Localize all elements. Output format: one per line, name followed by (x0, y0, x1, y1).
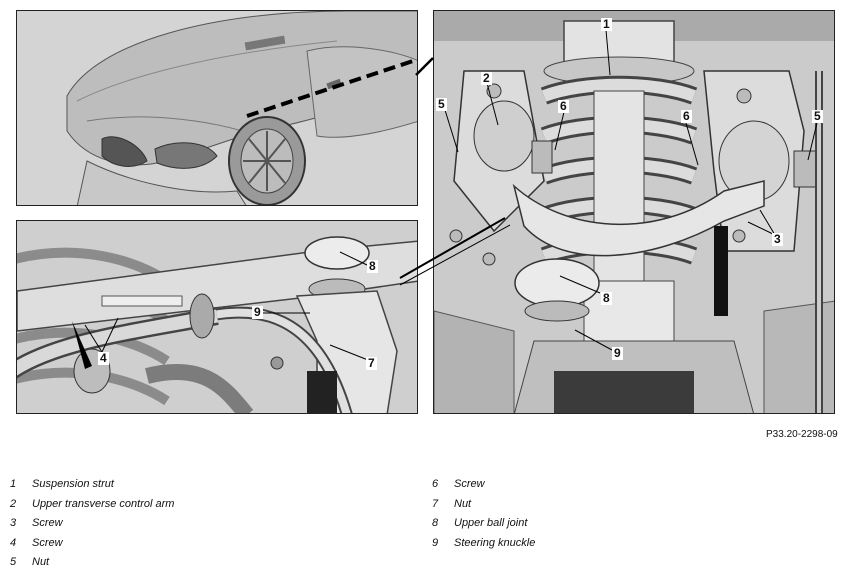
callout-7: 7 (366, 356, 377, 370)
suspension-main-panel (433, 10, 835, 414)
suspension-strut-illustration (434, 11, 834, 413)
callout-9-lower: 9 (252, 305, 263, 319)
control-arm-detail-illustration (17, 221, 417, 413)
callout-3: 3 (772, 232, 783, 246)
callout-5-right: 5 (812, 109, 823, 123)
callout-1: 1 (601, 17, 612, 31)
car-overview-illustration (17, 11, 417, 205)
detail-lower-panel (16, 220, 418, 414)
car-overview-panel (16, 10, 418, 206)
callout-2: 2 (481, 71, 492, 85)
callout-9-main: 9 (612, 346, 623, 360)
callout-8-main: 8 (601, 291, 612, 305)
callout-8-lower: 8 (367, 259, 378, 273)
callout-4: 4 (98, 351, 109, 365)
callout-5-left: 5 (436, 97, 447, 111)
callout-6-right: 6 (681, 109, 692, 123)
figure-reference: P33.20-2298-09 (766, 429, 838, 440)
callout-6-left: 6 (558, 99, 569, 113)
